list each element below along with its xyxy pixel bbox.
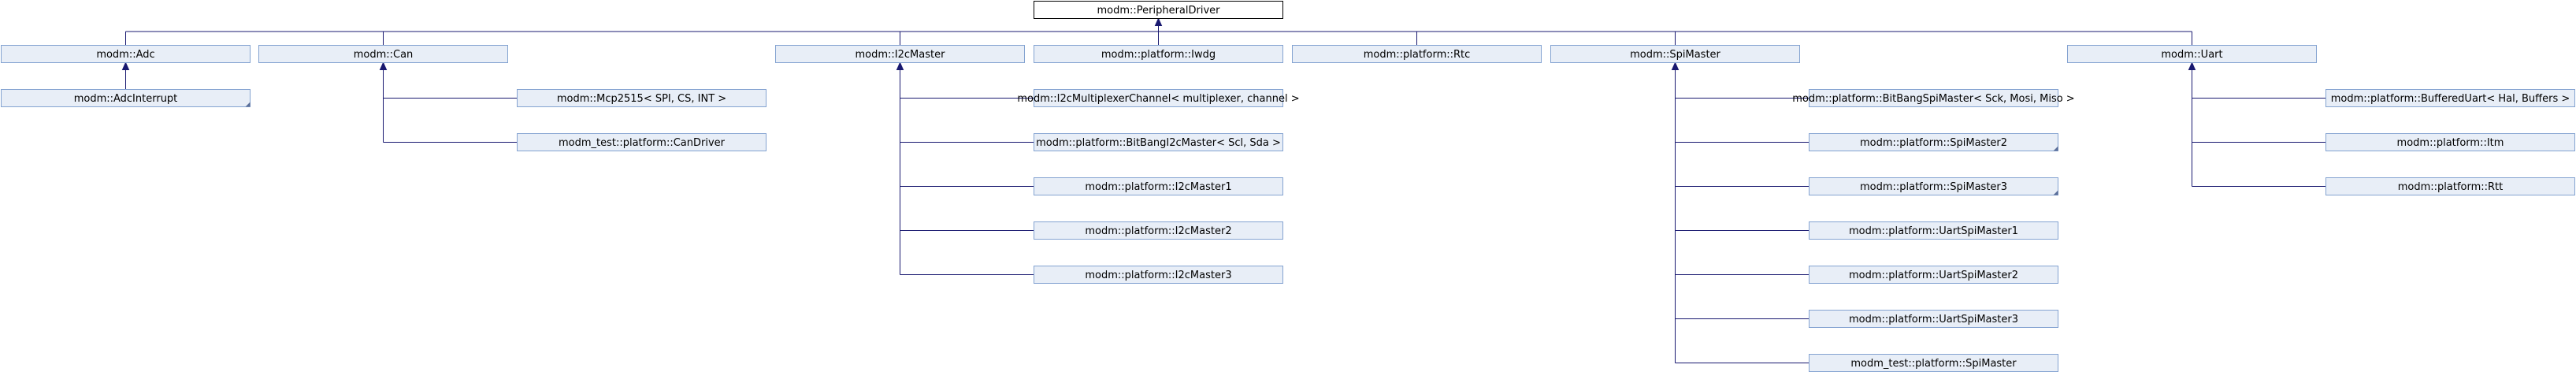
class-node-box xyxy=(1809,133,2058,151)
class-node-box xyxy=(2067,45,2317,63)
inheritance-arrowhead xyxy=(1154,17,1163,26)
class-node-label: modm::platform::I2cMaster3 xyxy=(1085,270,1231,281)
class-node-label: modm::SpiMaster xyxy=(1630,49,1720,61)
inheritance-arrowhead xyxy=(379,61,388,70)
class-node-box xyxy=(2325,89,2575,107)
class-node-modm-platform-bitbangi2cmaster-scl-sda[interactable]: modm::platform::BitBangI2cMaster< Scl, S… xyxy=(1034,133,1283,151)
class-node-box xyxy=(1809,177,2058,195)
class-node-label: modm::PeripheralDriver xyxy=(1097,5,1220,17)
class-node-modm-platform-i2cmaster1[interactable]: modm::platform::I2cMaster1 xyxy=(1034,177,1283,195)
class-node-box xyxy=(2325,133,2575,151)
class-node-label: modm::platform::SpiMaster2 xyxy=(1860,137,2007,149)
class-node-modm-test-platform-candriver[interactable]: modm_test::platform::CanDriver xyxy=(517,133,766,151)
class-node-box xyxy=(1292,45,1542,63)
class-node-modm-i2cmultiplexerchannel-multiplexer-channel[interactable]: modm::I2cMultiplexerChannel< multiplexer… xyxy=(1017,89,1300,107)
class-node-modm-platform-bitbangspimaster-sck-mosi-miso[interactable]: modm::platform::BitBangSpiMaster< Sck, M… xyxy=(1792,89,2075,107)
class-node-modm-platform-itm[interactable]: modm::platform::Itm xyxy=(2325,133,2575,151)
inheritance-arrowhead xyxy=(2188,61,2196,70)
class-node-box xyxy=(1809,266,2058,284)
class-node-label: modm::Adc xyxy=(96,49,154,61)
class-node-modm-platform-rtt[interactable]: modm::platform::Rtt xyxy=(2325,177,2575,195)
class-node-label: modm::platform::Itm xyxy=(2397,137,2504,149)
class-node-modm-platform-iwdg[interactable]: modm::platform::Iwdg xyxy=(1034,45,1283,63)
class-node-modm-uart[interactable]: modm::Uart xyxy=(2067,45,2317,63)
class-node-label: modm::Uart xyxy=(2161,49,2222,61)
inheritance-arrowhead xyxy=(1671,61,1680,70)
class-node-box xyxy=(1809,221,2058,240)
class-node-modm-platform-rtc[interactable]: modm::platform::Rtc xyxy=(1292,45,1542,63)
inheritance-arrowhead xyxy=(121,61,130,70)
collapsed-indicator-icon xyxy=(2053,190,2058,195)
class-node-label: modm::platform::UartSpiMaster2 xyxy=(1849,270,2018,281)
class-node-box xyxy=(2325,177,2575,195)
class-node-label: modm::platform::I2cMaster1 xyxy=(1085,181,1231,193)
class-node-modm-platform-spimaster2[interactable]: modm::platform::SpiMaster2 xyxy=(1809,133,2058,151)
class-node-box xyxy=(775,45,1025,63)
class-node-label: modm::platform::Rtc xyxy=(1364,49,1471,61)
class-node-modm-platform-buffereduart-hal-buffers[interactable]: modm::platform::BufferedUart< Hal, Buffe… xyxy=(2325,89,2575,107)
class-node-label: modm::platform::SpiMaster3 xyxy=(1860,181,2007,193)
class-node-modm-mcp2515-spi-cs-int[interactable]: modm::Mcp2515< SPI, CS, INT > xyxy=(517,89,766,107)
class-node-modm-platform-uartspimaster2[interactable]: modm::platform::UartSpiMaster2 xyxy=(1809,266,2058,284)
class-node-box xyxy=(258,45,508,63)
class-node-modm-platform-spimaster3[interactable]: modm::platform::SpiMaster3 xyxy=(1809,177,2058,195)
collapsed-indicator-icon xyxy=(245,102,251,107)
class-node-label: modm::Can xyxy=(354,49,414,61)
class-node-box xyxy=(1034,266,1283,284)
class-node-modm-platform-uartspimaster3[interactable]: modm::platform::UartSpiMaster3 xyxy=(1809,310,2058,328)
class-node-label: modm::platform::BitBangSpiMaster< Sck, M… xyxy=(1792,93,2074,105)
class-node-label: modm::platform::Rtt xyxy=(2398,181,2504,193)
class-node-label: modm::platform::BitBangI2cMaster< Scl, S… xyxy=(1036,137,1281,149)
class-node-label: modm::platform::BufferedUart< Hal, Buffe… xyxy=(2331,93,2570,105)
class-node-label: modm::platform::UartSpiMaster1 xyxy=(1849,225,2018,237)
root-class-node[interactable]: modm::PeripheralDriver xyxy=(1034,1,1283,19)
class-node-box xyxy=(1809,89,2058,107)
class-node-label: modm::platform::Iwdg xyxy=(1101,49,1216,61)
class-node-label: modm_test::platform::CanDriver xyxy=(559,137,726,149)
class-node-modm-platform-i2cmaster2[interactable]: modm::platform::I2cMaster2 xyxy=(1034,221,1283,240)
class-node-box xyxy=(1,45,251,63)
class-node-label: modm::I2cMultiplexerChannel< multiplexer… xyxy=(1017,93,1299,105)
class-node-box xyxy=(1,89,251,107)
class-node-label: modm::Mcp2515< SPI, CS, INT > xyxy=(557,93,726,105)
collapsed-indicator-icon xyxy=(2053,146,2058,151)
class-node-box xyxy=(1034,133,1283,151)
class-node-label: modm::I2cMaster xyxy=(856,49,946,61)
class-node-box xyxy=(1034,221,1283,240)
class-node-modm-platform-uartspimaster1[interactable]: modm::platform::UartSpiMaster1 xyxy=(1809,221,2058,240)
class-node-box xyxy=(1034,177,1283,195)
class-node-box xyxy=(1034,89,1283,107)
class-node-box xyxy=(1809,310,2058,328)
class-node-label: modm::AdcInterrupt xyxy=(74,93,178,105)
class-node-box xyxy=(1034,1,1283,19)
class-node-modm-can[interactable]: modm::Can xyxy=(258,45,508,63)
class-node-modm-test-platform-spimaster[interactable]: modm_test::platform::SpiMaster xyxy=(1809,354,2058,372)
class-node-modm-adc[interactable]: modm::Adc xyxy=(1,45,251,63)
class-node-modm-spimaster[interactable]: modm::SpiMaster xyxy=(1550,45,1800,63)
class-node-box xyxy=(517,133,766,151)
class-node-box xyxy=(1034,45,1283,63)
class-node-label: modm::platform::UartSpiMaster3 xyxy=(1849,314,2018,326)
class-node-modm-i2cmaster[interactable]: modm::I2cMaster xyxy=(775,45,1025,63)
class-node-box xyxy=(1550,45,1800,63)
class-node-label: modm::platform::I2cMaster2 xyxy=(1085,225,1231,237)
class-node-box xyxy=(517,89,766,107)
class-node-modm-platform-i2cmaster3[interactable]: modm::platform::I2cMaster3 xyxy=(1034,266,1283,284)
inheritance-arrowhead xyxy=(896,61,904,70)
class-node-label: modm_test::platform::SpiMaster xyxy=(1850,358,2017,370)
class-node-modm-adcinterrupt[interactable]: modm::AdcInterrupt xyxy=(1,89,251,107)
inheritance-edges xyxy=(121,17,2326,363)
